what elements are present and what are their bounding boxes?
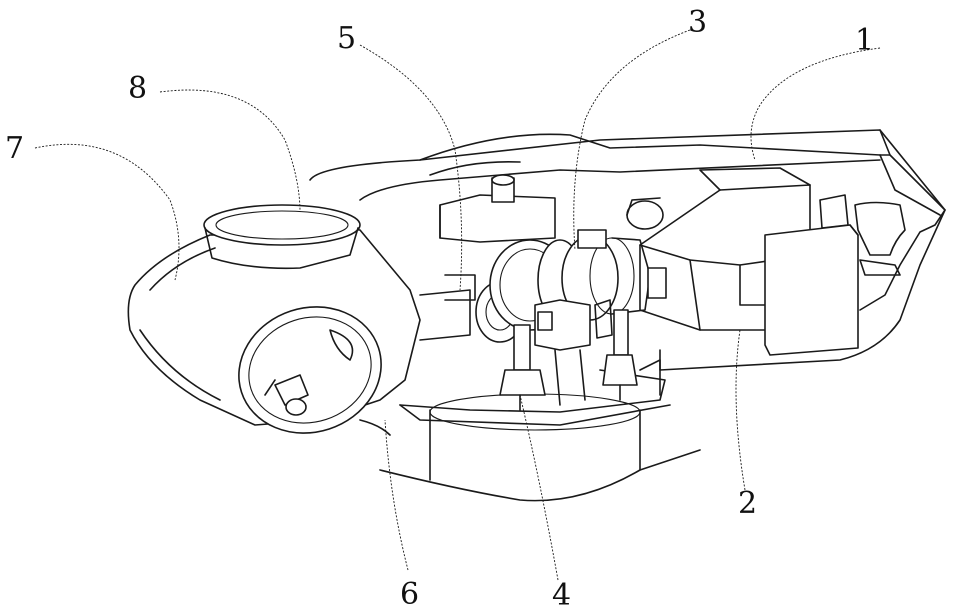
label-6: 6 — [400, 577, 419, 612]
label-7: 7 — [5, 131, 24, 166]
label-3: 3 — [688, 5, 707, 40]
upper-bracket — [440, 175, 606, 248]
label-1: 1 — [855, 23, 874, 58]
tower-base — [380, 394, 700, 501]
label-5: 5 — [337, 21, 356, 56]
label-4: 4 — [552, 578, 571, 613]
generator-box — [765, 225, 858, 355]
label-2: 2 — [738, 486, 757, 521]
label-8: 8 — [128, 71, 147, 106]
